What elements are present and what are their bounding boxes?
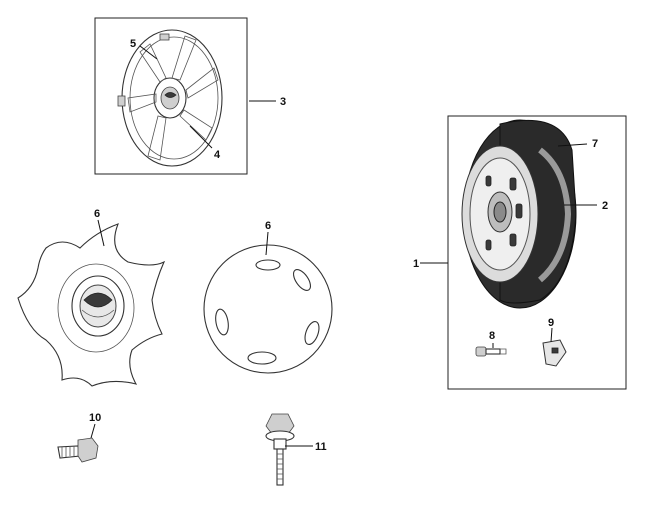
label-1: 1	[413, 258, 419, 270]
wheel-assembly-box	[447, 115, 627, 390]
wheel-and-tyre	[461, 119, 577, 309]
label-5: 5	[130, 38, 136, 50]
wheel-cover-box	[94, 17, 248, 175]
label-3: 3	[280, 96, 286, 108]
label-7: 7	[592, 138, 598, 150]
label-11: 11	[315, 441, 327, 453]
lock-bolt	[265, 413, 295, 486]
star-center-cap	[17, 223, 166, 387]
label-9: 9	[548, 317, 554, 329]
label-6-star-cap: 6	[94, 208, 100, 220]
label-10: 10	[89, 412, 101, 424]
round-center-cap	[203, 244, 333, 374]
wheel-cover	[117, 29, 223, 167]
label-4: 4	[214, 149, 221, 161]
wheel-bolt	[57, 437, 99, 463]
valve-stem	[475, 346, 507, 357]
balance-weight	[542, 339, 567, 367]
label-6-round-cap: 6	[265, 220, 271, 232]
label-8: 8	[489, 330, 495, 342]
label-2: 2	[602, 200, 608, 212]
